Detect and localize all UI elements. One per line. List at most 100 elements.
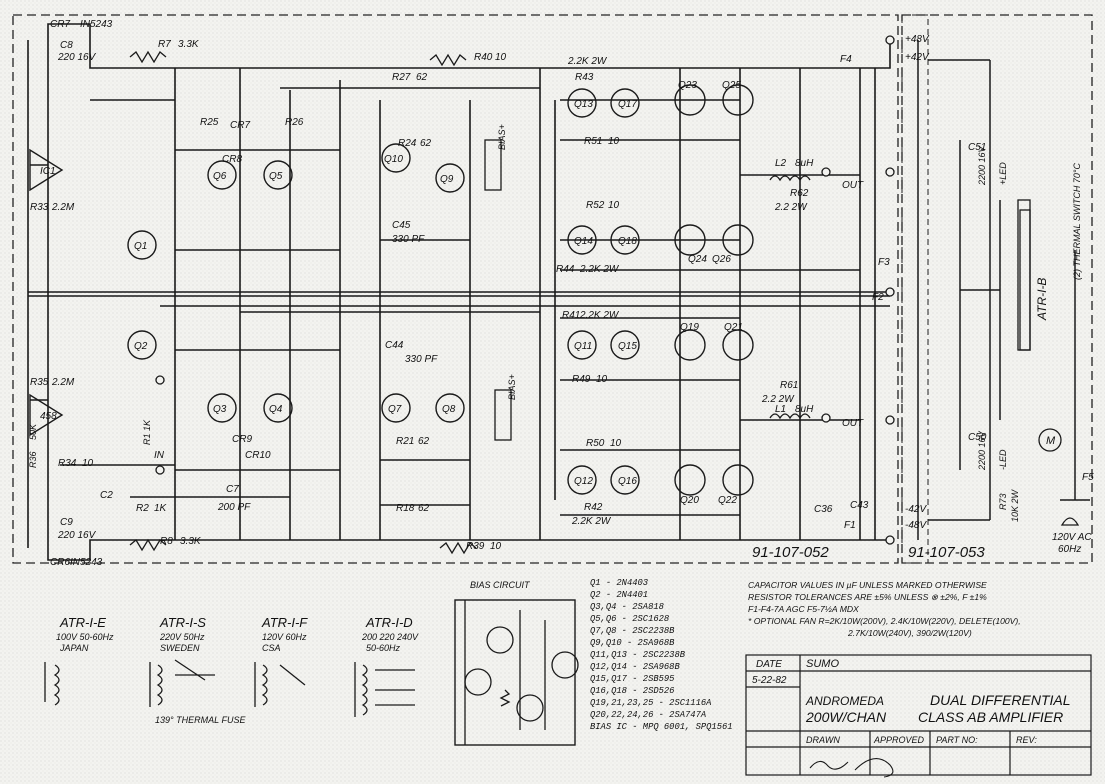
cr6-label: CR6 <box>50 557 70 568</box>
r40-value: 10 <box>495 52 507 63</box>
note-1: RESISTOR TOLERANCES ARE ±5% UNLESS ⊗ ±2%… <box>748 592 987 602</box>
semi-4: Q7,Q8 - 2SC2238B <box>590 626 675 636</box>
plus42-label: +42V <box>905 52 930 63</box>
title-line-2: CLASS AB AMPLIFIER <box>918 709 1063 725</box>
transformer-f-name: ATR-I-F <box>261 615 308 630</box>
c51-label: C51 <box>968 142 986 153</box>
bias-circuit: BIAS CIRCUIT <box>454 580 579 746</box>
r35-value: 2.2M <box>51 377 75 388</box>
c8-label: C8 <box>60 40 73 51</box>
c50-value: 2200 16V <box>977 430 987 471</box>
r26-label: R26 <box>285 117 304 128</box>
r27-value: 62 <box>416 72 428 83</box>
mains-frequency: 60Hz <box>1058 544 1081 555</box>
r34-value: 10 <box>82 458 94 469</box>
psu-board-number: 91-107-053 <box>908 544 985 561</box>
r41-value: 2.2K 2W <box>579 310 620 321</box>
q9-label: Q9 <box>440 174 454 185</box>
q18-label: Q18 <box>618 236 637 247</box>
transformer-f-spec: 120V 60Hz <box>262 632 307 642</box>
q2-label: Q2 <box>134 341 148 352</box>
q7-label: Q7 <box>388 404 402 415</box>
fan-motor-label: M <box>1046 435 1056 447</box>
plus-led-label: +LED <box>998 162 1008 185</box>
q25-label: Q25 <box>722 80 741 91</box>
drawing-date: 5-22-82 <box>752 675 787 686</box>
r51-value: 10 <box>608 136 620 147</box>
drawn-label: DRAWN <box>806 735 840 745</box>
c7-value: 200 PF <box>217 502 251 513</box>
psu-wiring <box>917 40 1090 540</box>
r2-value: 1K <box>154 503 168 514</box>
q21-label: Q21 <box>724 322 743 333</box>
q14-label: Q14 <box>574 236 593 247</box>
thermal-switch-label: (2) THERMAL SWITCH 70°C <box>1072 163 1082 280</box>
r34-label: R34 <box>58 458 77 469</box>
r35-label: R35 <box>30 377 49 388</box>
q10-label: Q10 <box>384 154 403 165</box>
q24-label: Q24 <box>688 254 707 265</box>
note-2: F1-F4-7A AGC F5-7½A MDX <box>748 604 859 614</box>
ic1-label: IC1 <box>40 166 56 177</box>
l1-value: 8uH <box>795 404 814 415</box>
wiring <box>27 23 891 561</box>
q8-label: Q8 <box>442 404 456 415</box>
r39-label: R39 <box>466 541 485 552</box>
r61-label: R61 <box>780 380 798 391</box>
semi-7: Q12,Q14 - 2SA968B <box>590 662 680 672</box>
date-label: DATE <box>756 659 782 670</box>
r8-value: 3.3K <box>180 536 202 547</box>
passives <box>129 50 1080 555</box>
c8-value: 220 16V <box>57 52 97 63</box>
r50-label: R50 <box>586 438 605 449</box>
r7-value: 3.3K <box>178 39 200 50</box>
note-4: 2.7K/10W(240V), 390/2W(120V) <box>847 628 972 638</box>
transformer-f-region: CSA <box>262 643 281 653</box>
transformer-d-spec: 200 220 240V <box>361 632 419 642</box>
r62-label: R62 <box>790 188 809 199</box>
f3-label: F3 <box>878 257 890 268</box>
r36-label: R36 <box>28 451 38 468</box>
cr9-label: CR9 <box>232 434 252 445</box>
cr7-label: CR7 <box>50 19 70 30</box>
semi-1: Q2 - 2N4401 <box>590 590 648 600</box>
cr10-label: CR10 <box>245 450 271 461</box>
c44-value: 330 PF <box>405 354 438 365</box>
diode-part-top: IN5243 <box>80 19 113 30</box>
approved-label: APPROVED <box>873 735 925 745</box>
q6-label: Q6 <box>213 171 227 182</box>
title-block: DATE SUMO 5-22-82 ANDROMEDA 200W/CHAN DU… <box>745 654 1092 778</box>
r2-label: R2 <box>136 503 149 514</box>
terminals <box>155 35 895 545</box>
r51-label: R51 <box>584 136 602 147</box>
thermal-fuse-label: 139° THERMAL FUSE <box>155 715 246 725</box>
q19-label: Q19 <box>680 322 699 333</box>
out-top-label: OUT <box>842 180 864 191</box>
diode-part-bottom: IN5243 <box>70 557 103 568</box>
r18-value: 62 <box>418 503 430 514</box>
q20-label: Q20 <box>680 495 699 506</box>
input-label: IN <box>154 450 165 461</box>
bias-bottom-label: BIAS+ <box>507 374 517 400</box>
q3-label: Q3 <box>213 404 227 415</box>
plus48-label: +48V <box>905 34 930 45</box>
semi-6: Q11,Q13 - 2SC2238B <box>590 650 686 660</box>
semi-2: Q3,Q4 - 2SA818 <box>590 602 664 612</box>
q23-label: Q23 <box>678 80 697 91</box>
cr7-bias-label: CR7 <box>230 120 250 131</box>
r43-label: R43 <box>575 72 594 83</box>
transformer-e-spec: 100V 50-60Hz <box>56 632 114 642</box>
r33-value: 2.2M <box>51 202 75 213</box>
company-name: SUMO <box>806 658 839 670</box>
c50-label: C50 <box>968 432 987 443</box>
semi-8: Q15,Q17 - 2SB595 <box>590 674 675 684</box>
transformer-s-region: SWEDEN <box>160 643 200 653</box>
f1-label: F1 <box>844 520 856 531</box>
transformer-d-name: ATR-I-D <box>365 615 413 630</box>
r49-value: 10 <box>596 374 608 385</box>
r24-label: R24 <box>398 138 417 149</box>
minus42-label: -42V <box>905 504 927 515</box>
r73-value: 10K 2W <box>1010 488 1020 522</box>
r39-value: 10 <box>490 541 502 552</box>
